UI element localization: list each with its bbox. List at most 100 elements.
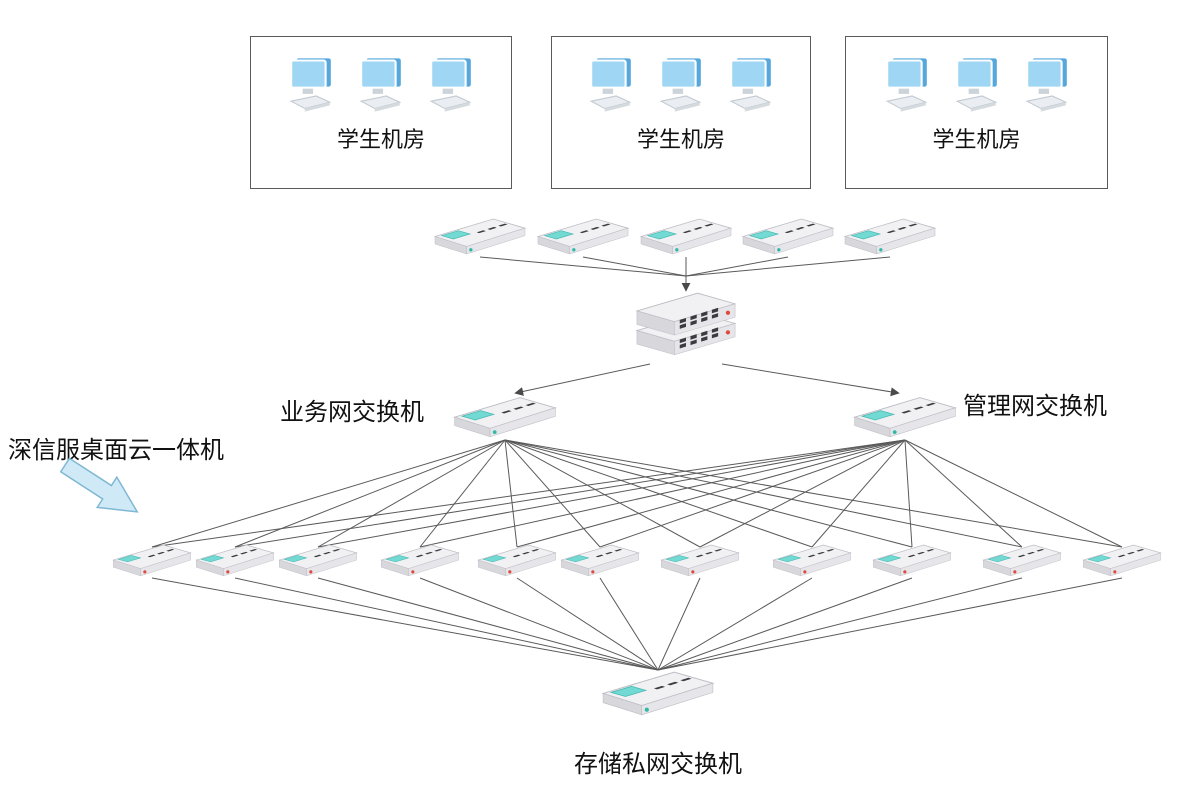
connection-line xyxy=(504,439,913,548)
connection-line xyxy=(317,439,506,548)
connection-line xyxy=(685,256,789,277)
access-switch-node xyxy=(430,214,530,257)
connection-line xyxy=(599,577,659,671)
storage-switch-icon xyxy=(601,671,715,716)
management-switch-node xyxy=(849,392,961,441)
server-icon xyxy=(660,544,740,577)
connection-line xyxy=(657,577,1023,671)
computer-icon xyxy=(289,58,332,112)
server-node xyxy=(557,540,643,579)
storage-switch-node xyxy=(597,666,719,719)
computer-icons-row xyxy=(883,57,1071,112)
connection-line xyxy=(904,439,1023,548)
connection-line xyxy=(419,577,659,671)
core-switch-icon xyxy=(635,292,737,356)
connection-line xyxy=(317,577,659,671)
server-icon xyxy=(112,544,192,577)
student-room-box: 学生机房 xyxy=(250,36,512,189)
connection-line xyxy=(514,363,651,396)
connection-line xyxy=(151,439,506,548)
access-switch-node xyxy=(738,214,838,257)
connection-line xyxy=(479,256,687,277)
access-switch-node xyxy=(636,214,736,257)
connection-line xyxy=(685,256,891,277)
connection-line xyxy=(657,577,813,671)
server-icon xyxy=(872,544,952,577)
management-switch-icon xyxy=(853,397,958,438)
connection-line xyxy=(504,439,813,548)
access-switch-node xyxy=(840,214,940,257)
server-node xyxy=(657,540,743,579)
business-switch-icon xyxy=(453,397,558,438)
computer-icon xyxy=(955,58,997,112)
server-icon xyxy=(772,544,852,577)
business-switch-node xyxy=(449,392,561,441)
connection-line xyxy=(657,577,913,671)
student-room-label: 学生机房 xyxy=(336,127,425,152)
access-switch-icon xyxy=(433,218,527,255)
computer-icon xyxy=(1025,58,1067,112)
access-switch-icon xyxy=(741,218,835,255)
connection-line xyxy=(234,439,906,548)
access-switch-node xyxy=(533,214,633,257)
computer-icon xyxy=(429,58,472,112)
computer-icons-row xyxy=(287,57,475,112)
computer-icon xyxy=(659,58,702,112)
server-icon xyxy=(380,544,460,577)
connection-line xyxy=(419,439,506,548)
management-switch-label: 管理网交换机 xyxy=(963,393,1107,420)
access-switch-icon xyxy=(843,218,937,255)
server-node xyxy=(109,540,195,579)
server-node xyxy=(474,540,560,579)
connection-line xyxy=(234,577,659,671)
access-switch-icon xyxy=(536,218,630,255)
student-room-label: 学生机房 xyxy=(636,127,725,152)
server-node xyxy=(869,540,955,579)
sangfor-annotation-label: 深信服桌面云一体机 xyxy=(8,437,224,464)
connection-line xyxy=(516,439,906,548)
server-icon xyxy=(195,544,275,577)
server-node xyxy=(192,540,278,579)
server-node xyxy=(769,540,855,579)
server-node xyxy=(275,540,361,579)
computer-icon xyxy=(359,58,402,112)
connection-line xyxy=(419,439,906,548)
server-icon xyxy=(560,544,640,577)
connection-line xyxy=(904,439,1123,548)
connection-line xyxy=(504,439,1023,548)
connection-line xyxy=(151,439,906,548)
business-switch-label: 业务网交换机 xyxy=(280,399,424,426)
connection-line xyxy=(504,439,701,548)
connection-line xyxy=(317,439,906,548)
computer-icon xyxy=(589,58,632,112)
annotation-arrow-icon xyxy=(59,457,139,513)
connection-line xyxy=(504,439,601,548)
connection-line xyxy=(657,577,701,671)
student-room-label: 学生机房 xyxy=(932,127,1021,152)
connection-line xyxy=(811,439,906,548)
connection-line xyxy=(151,577,659,671)
connection-line xyxy=(516,577,659,671)
computer-icon xyxy=(885,58,927,112)
server-icon xyxy=(982,544,1062,577)
connection-line xyxy=(234,439,506,548)
connection-line xyxy=(657,577,1123,671)
connection-line xyxy=(721,363,900,397)
storage-switch-label: 存储私网交换机 xyxy=(574,751,742,778)
server-node xyxy=(979,540,1065,579)
student-room-box: 学生机房 xyxy=(551,36,811,189)
server-node xyxy=(1079,540,1165,579)
server-node xyxy=(377,540,463,579)
computer-icons-row xyxy=(587,57,775,112)
connection-line xyxy=(582,256,687,277)
server-icon xyxy=(477,544,557,577)
connection-line xyxy=(504,439,1123,548)
server-icon xyxy=(1082,544,1162,577)
access-switch-icon xyxy=(639,218,733,255)
computer-icon xyxy=(729,58,772,112)
connection-line xyxy=(699,439,906,548)
connection-line xyxy=(599,439,906,548)
student-room-box: 学生机房 xyxy=(845,36,1108,189)
